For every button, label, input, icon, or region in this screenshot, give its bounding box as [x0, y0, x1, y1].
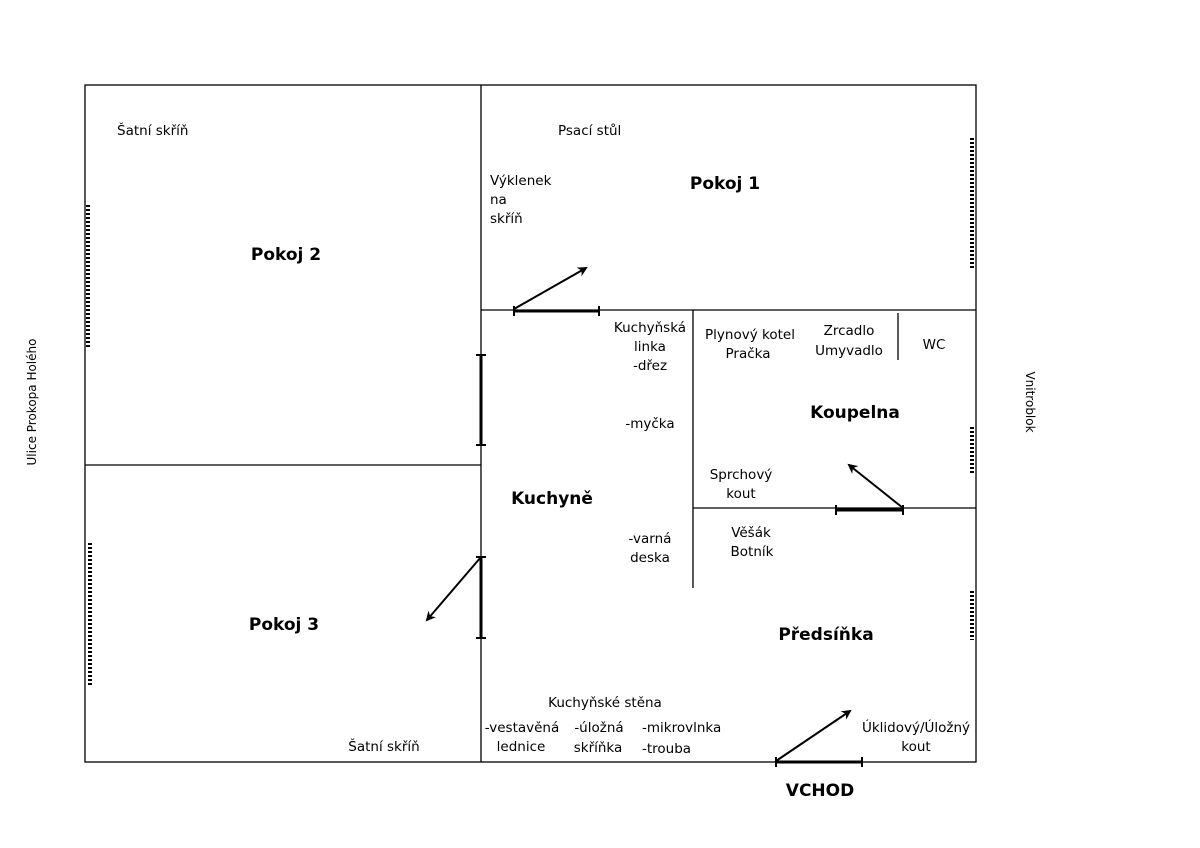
room-pokoj3: Pokoj 3 [249, 615, 319, 635]
label-street: Ulice Prokopa Holého [25, 339, 39, 466]
room-predsinka: Předsíňka [778, 625, 873, 645]
label-vyklenek: na [490, 192, 507, 208]
label-vyklenek: skříň [490, 211, 523, 227]
label-courtyard: Vnitroblok [1023, 371, 1037, 432]
door-pokoj3 [425, 556, 486, 639]
label-kuchynske-stena: Kuchyňské stěna [548, 695, 662, 711]
label-botnik: Botník [731, 544, 774, 560]
door-koupelna [835, 463, 904, 515]
label-trouba: -trouba [642, 741, 691, 757]
label-uklidovy-kout: kout [901, 739, 930, 755]
room-kuchyne: Kuchyně [511, 489, 593, 509]
label-uklidovy-kout: Úklidový/Úložný [862, 718, 970, 736]
label-zrcadlo: Zrcadlo [824, 323, 875, 339]
label-vesak: Věšák [731, 525, 771, 541]
label-sprchovy-kout: kout [726, 486, 755, 502]
label-kuchynska-linka: linka [634, 339, 666, 355]
room-pokoj1: Pokoj 1 [690, 174, 760, 194]
label-vyklenek: Výklenek [490, 173, 552, 189]
room-pokoj2: Pokoj 2 [251, 245, 321, 265]
label-mikrovlnka: -mikrovlnka [642, 720, 721, 736]
label-lednice: lednice [497, 739, 546, 755]
label-satni-skrin: Šatní skříň [117, 121, 188, 139]
door-kitchen [476, 354, 486, 446]
label-lednice: -vestavěná [485, 720, 560, 736]
label-psaci-stul: Psací stůl [558, 123, 621, 139]
label-varna-deska: deska [630, 550, 670, 566]
label-drez: -dřez [633, 358, 667, 374]
room-koupelna: Koupelna [810, 403, 900, 423]
door-entrance [775, 709, 863, 767]
label-vchod: VCHOD [786, 781, 854, 801]
label-pracka: Pračka [725, 346, 770, 362]
label-umyvadlo: Umyvadlo [815, 343, 883, 359]
label-skrinka: -úložná [574, 720, 623, 736]
label-sprchovy-kout: Sprchový [710, 467, 773, 483]
label-wc: WC [923, 337, 946, 353]
label-skrinka: skříňka [574, 740, 623, 756]
label-kuchynska-linka: Kuchyňská [614, 320, 686, 336]
door-pokoj1 [513, 267, 600, 316]
outer-wall [84, 84, 977, 763]
label-varna-deska: -varná [629, 531, 672, 547]
label-satni-skrin: Šatní skříň [348, 737, 419, 755]
label-plynovy-kotel: Plynový kotel [705, 327, 795, 343]
label-mycka: -myčka [625, 416, 674, 432]
